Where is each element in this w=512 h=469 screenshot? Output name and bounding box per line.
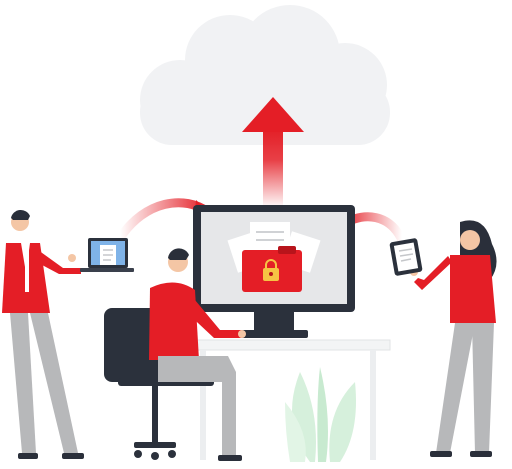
plant: [285, 367, 356, 462]
arrow-up-icon: [242, 97, 304, 208]
lock-icon: [263, 259, 279, 281]
seated-man: [149, 248, 246, 461]
woman-with-tablet: [410, 220, 497, 457]
man-with-laptop: [2, 209, 84, 459]
document-icon: [100, 245, 116, 265]
cloud-icon: [140, 5, 390, 145]
tablet-icon: [389, 238, 423, 276]
